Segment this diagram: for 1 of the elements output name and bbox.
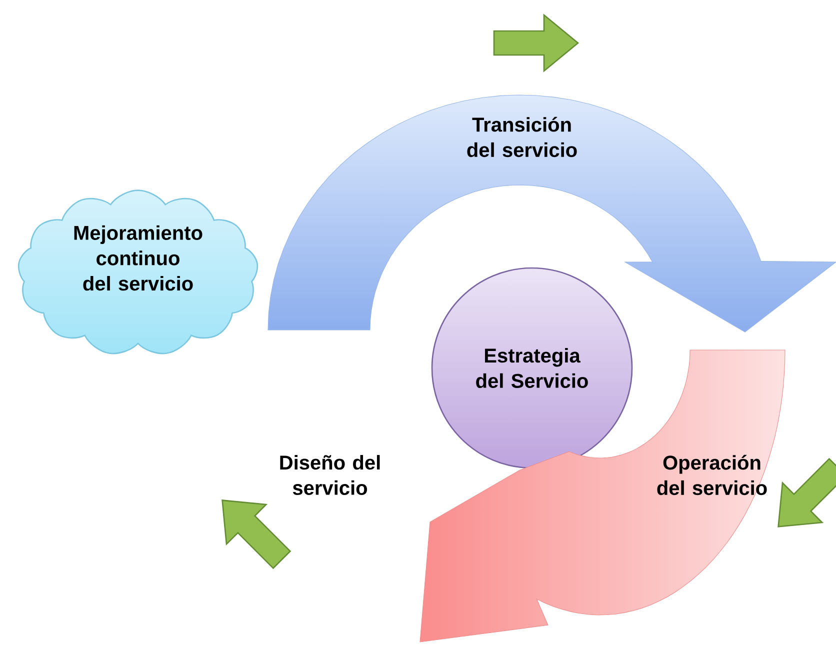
label-text: Diseño del servicio (280, 454, 380, 495)
